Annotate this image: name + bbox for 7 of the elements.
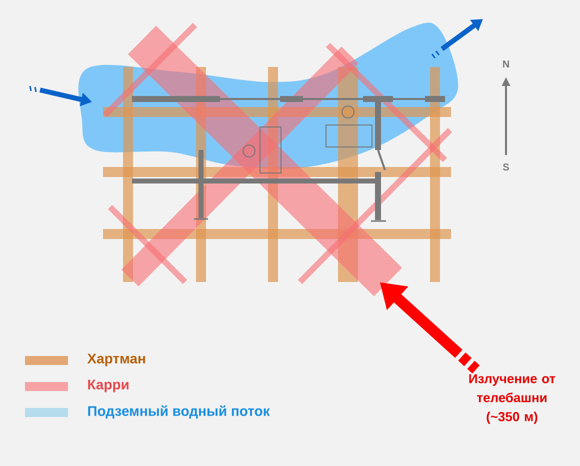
compass-letter: N — [503, 60, 509, 68]
legend-text: Карри — [88, 380, 128, 392]
legend-text: Подземный водный поток — [88, 405, 270, 419]
compass-letter: S — [502, 163, 509, 171]
caption-text: Излучение от телебашни (~350 м) — [469, 374, 556, 424]
plan-drawing — [78, 22, 458, 296]
legend-text: Хартман — [87, 354, 145, 366]
